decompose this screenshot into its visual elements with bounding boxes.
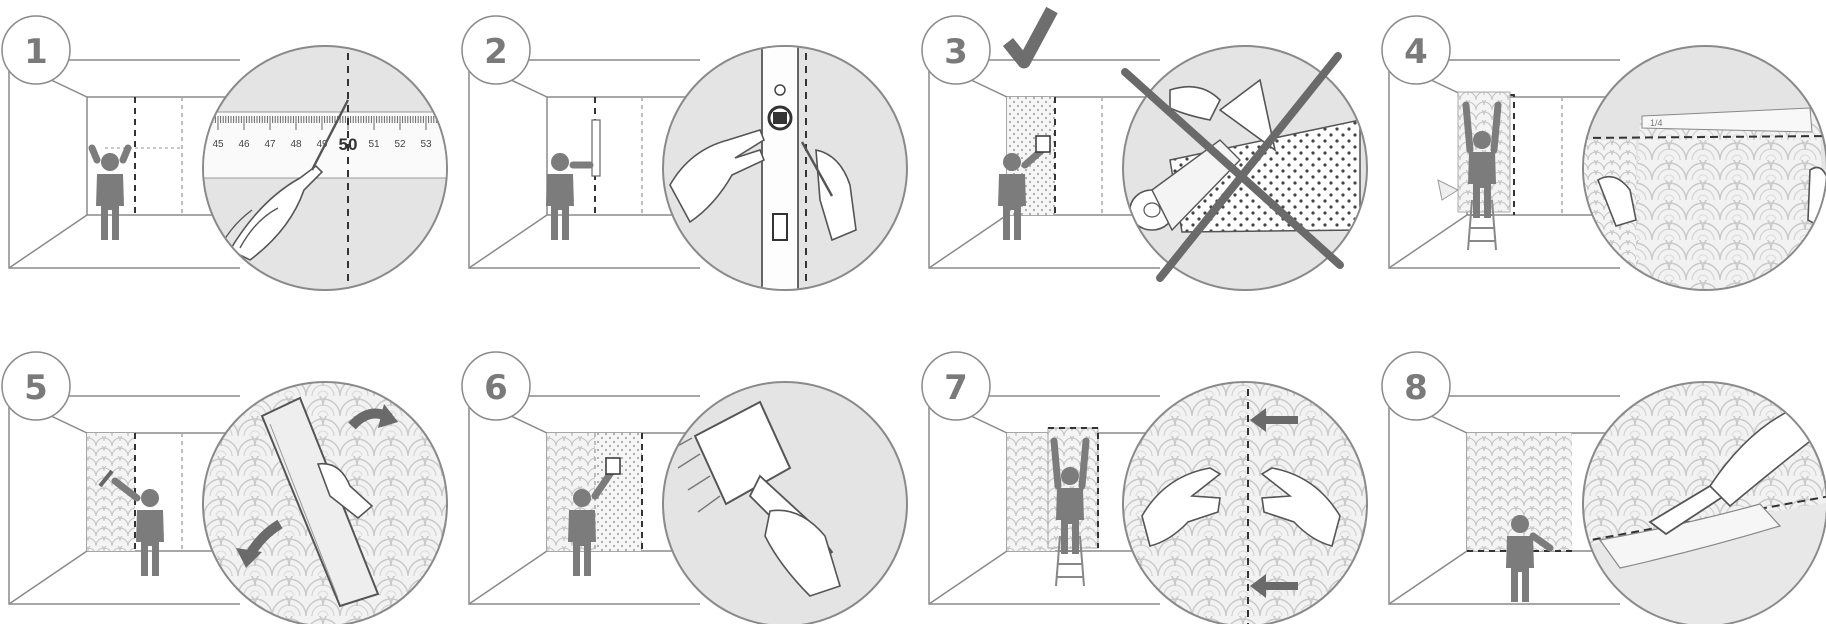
step-3-panel: 3 (921, 6, 1368, 291)
step-number: 3 (944, 32, 968, 72)
step-4-panel: 1/4 4 (1381, 15, 1826, 291)
ruler-tick-label: 51 (368, 139, 380, 150)
step-1-badge: 1 (1, 15, 71, 85)
step-4-badge: 4 (1381, 15, 1451, 85)
step-8-panel: 8 (1381, 351, 1826, 624)
cut-line (1584, 495, 1826, 543)
step-7-badge: 7 (921, 351, 991, 421)
ruler-tick-label: 48 (290, 139, 302, 150)
step-number: 5 (24, 368, 48, 408)
step-number: 4 (1404, 32, 1428, 72)
ruler-tick-label: 52 (394, 139, 406, 150)
step-2-badge: 2 (461, 15, 531, 85)
ruler-tick-label: 53 (420, 139, 432, 150)
step-number: 7 (944, 368, 968, 408)
step-number: 2 (484, 32, 508, 72)
step-number: 8 (1404, 368, 1428, 408)
zoom-circle-trimming (1582, 381, 1826, 624)
left-hand (1141, 467, 1222, 547)
step-number: 1 (24, 32, 48, 72)
roll-label: 1/4 (1650, 118, 1663, 128)
zoom-circle-butt-join (1122, 381, 1368, 624)
pasted-next-section (595, 433, 642, 551)
paste-brush (1218, 78, 1277, 152)
spirit-level-small (591, 119, 601, 177)
zoom-circle-hanging: 1/4 (1582, 45, 1826, 291)
finished-wall (1467, 433, 1572, 551)
step-6-panel: 6 (461, 351, 908, 624)
cross-mark-icon (1121, 68, 1344, 269)
zoom-circle-smoothing (202, 381, 448, 624)
step-number: 6 (484, 368, 508, 408)
zoom-circle-brush (662, 381, 908, 624)
step-6-badge: 6 (461, 351, 531, 421)
step-2-panel: 2 (461, 15, 908, 291)
zoom-circle-wrong (1121, 45, 1368, 291)
ruler-tick-label: 45 (212, 139, 224, 150)
ruler-tick-label: 46 (238, 139, 250, 150)
smoothing-spatula (260, 396, 380, 608)
right-hand (1260, 467, 1341, 547)
ruler-tick-label: 49 (316, 139, 328, 150)
wallpaper-strip (1630, 110, 1825, 289)
check-mark-icon (1002, 6, 1058, 69)
ruler-tick-label: 47 (264, 139, 276, 150)
paste-brush (693, 400, 792, 506)
step-5-badge: 5 (1, 351, 71, 421)
step-8-badge: 8 (1381, 351, 1451, 421)
step-5-panel: 5 (1, 351, 448, 624)
step-3-badge: 3 (921, 15, 991, 85)
zoom-circle-level (662, 45, 908, 291)
step-7-panel: 7 (921, 351, 1368, 624)
